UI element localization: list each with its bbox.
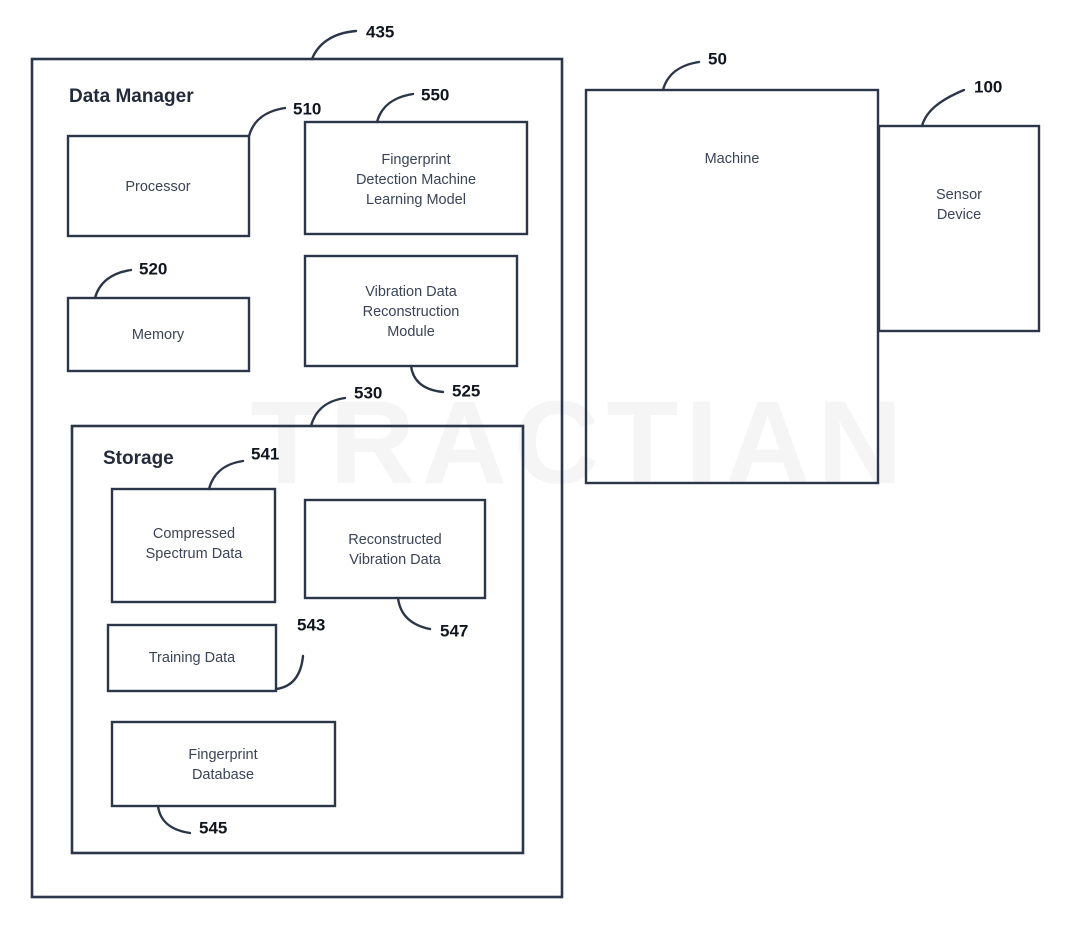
reconstruction-module-label-line3: Module bbox=[387, 324, 435, 340]
leader-line-100 bbox=[920, 88, 966, 128]
memory-box bbox=[66, 296, 251, 373]
reconstructed-vibration-box bbox=[303, 498, 487, 600]
fingerprint-database-label-line2: Database bbox=[192, 767, 254, 783]
compressed-spectrum-label-line2: Spectrum Data bbox=[146, 546, 244, 562]
ref-number-543: 543 bbox=[297, 615, 325, 634]
storage-container bbox=[70, 424, 525, 855]
sensor-device-box bbox=[877, 124, 1041, 333]
data-manager-heading: Data Manager bbox=[69, 86, 194, 107]
leader-line-543 bbox=[274, 654, 305, 691]
training-data-label: Training Data bbox=[149, 650, 236, 666]
data-manager-container bbox=[30, 57, 564, 899]
sensor-device-label-line1: Sensor bbox=[936, 187, 982, 203]
reconstruction-module-label-line2: Reconstruction bbox=[363, 304, 460, 320]
leader-line-550 bbox=[375, 92, 415, 124]
processor-box bbox=[66, 134, 251, 238]
leader-line-435 bbox=[310, 29, 358, 61]
sensor-device-label-line2: Device bbox=[937, 207, 981, 223]
tractian-watermark: TRACTIAN bbox=[250, 377, 909, 509]
compressed-spectrum-box bbox=[110, 487, 277, 604]
memory-label: Memory bbox=[132, 327, 185, 343]
leader-line-525 bbox=[409, 364, 445, 394]
leader-line-545 bbox=[156, 804, 192, 835]
ref-number-435: 435 bbox=[366, 22, 394, 41]
ref-number-545: 545 bbox=[199, 818, 227, 837]
reconstructed-vibration-label-line1: Reconstructed bbox=[348, 532, 442, 548]
ref-number-50: 50 bbox=[708, 49, 727, 68]
compressed-spectrum-label-line1: Compressed bbox=[153, 526, 235, 542]
leader-line-530 bbox=[309, 396, 347, 428]
leader-line-50 bbox=[661, 60, 701, 92]
fingerprint-model-label-line1: Fingerprint bbox=[381, 152, 450, 168]
ref-number-541: 541 bbox=[251, 444, 279, 463]
reconstructed-vibration-label-line2: Vibration Data bbox=[349, 552, 442, 568]
training-data-box bbox=[106, 623, 278, 693]
processor-label: Processor bbox=[125, 179, 190, 195]
reconstruction-module-label-line1: Vibration Data bbox=[365, 284, 458, 300]
fingerprint-database-label-line1: Fingerprint bbox=[188, 747, 257, 763]
ref-number-520: 520 bbox=[139, 259, 167, 278]
fingerprint-model-label-line2: Detection Machine bbox=[356, 172, 476, 188]
storage-heading: Storage bbox=[103, 448, 174, 469]
ref-number-525: 525 bbox=[452, 381, 480, 400]
ref-number-510: 510 bbox=[293, 99, 321, 118]
ref-number-547: 547 bbox=[440, 621, 468, 640]
leader-line-510 bbox=[247, 106, 287, 138]
machine-box bbox=[584, 88, 880, 485]
leader-line-520 bbox=[93, 268, 133, 300]
ref-number-100: 100 bbox=[974, 77, 1002, 96]
leader-line-547 bbox=[396, 596, 432, 631]
fingerprint-model-label-line3: Learning Model bbox=[366, 192, 466, 208]
fingerprint-database-box bbox=[110, 720, 337, 808]
ref-number-530: 530 bbox=[354, 383, 382, 402]
leader-line-541 bbox=[207, 459, 245, 491]
fingerprint-model-box bbox=[303, 120, 529, 236]
machine-label: Machine bbox=[705, 151, 760, 167]
ref-number-550: 550 bbox=[421, 85, 449, 104]
